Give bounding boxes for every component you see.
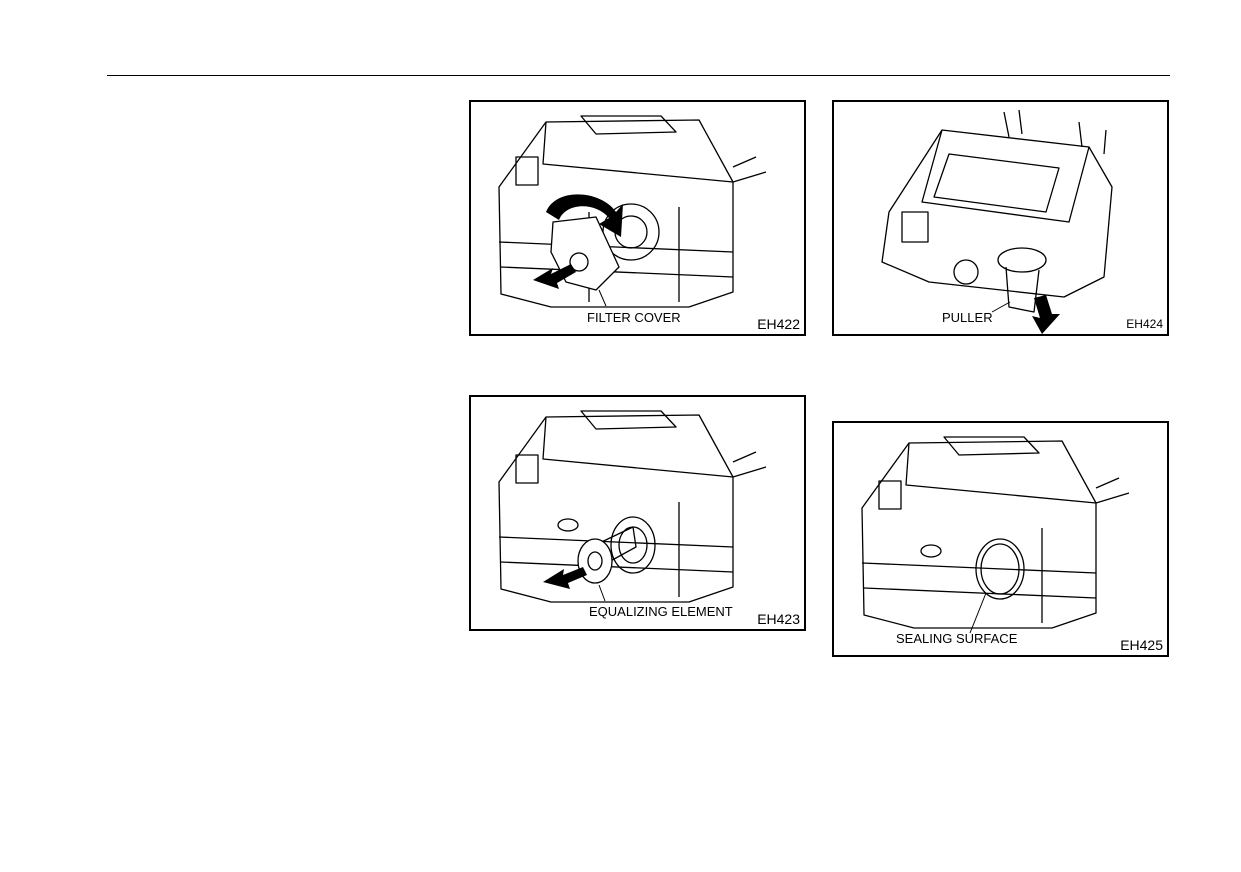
figure-code: EH423 — [757, 611, 800, 627]
callout-label: PULLER — [942, 310, 993, 325]
figure-eh422: FILTER COVER EH422 — [469, 100, 806, 336]
filter-cover-removal-illustration — [498, 115, 767, 308]
header-rule — [107, 75, 1170, 76]
figure-code: EH422 — [757, 316, 800, 332]
equalizing-element-illustration — [498, 410, 767, 603]
figure-eh423: EQUALIZING ELEMENT EH423 — [469, 395, 806, 631]
figure-code: EH425 — [1120, 637, 1163, 653]
callout-label: FILTER COVER — [587, 310, 681, 325]
sealing-surface-illustration — [861, 436, 1130, 634]
callout-label: SEALING SURFACE — [896, 631, 1018, 646]
figure-code: EH424 — [1126, 317, 1163, 331]
figure-eh424: PULLER EH424 — [832, 100, 1169, 336]
figure-eh425: SEALING SURFACE EH425 — [832, 421, 1169, 657]
puller-illustration — [881, 109, 1113, 334]
callout-label: EQUALIZING ELEMENT — [589, 604, 733, 619]
